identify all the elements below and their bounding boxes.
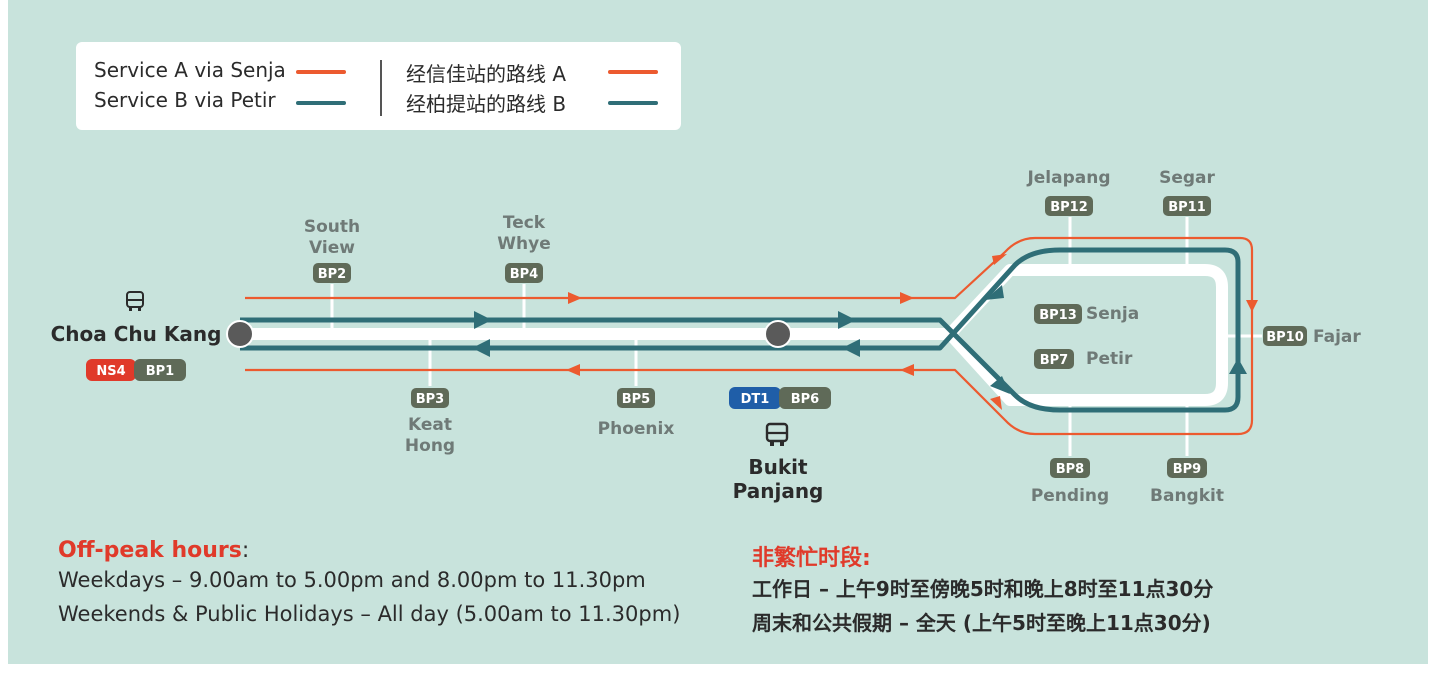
offpeak-en-line2: Weekends & Public Holidays – All day (5.… <box>58 602 681 626</box>
code-bp7: BP7 <box>1040 353 1068 368</box>
badge-bp13 <box>1034 304 1082 324</box>
arrow-east <box>838 311 856 329</box>
code-bp5: BP5 <box>622 392 650 407</box>
station-choa-chu-kang: Choa Chu Kang <box>51 322 222 346</box>
arrow-west <box>566 364 580 376</box>
legend-box <box>76 42 681 130</box>
legend-service-b-line <box>296 101 346 105</box>
code-bp2: BP2 <box>318 267 346 282</box>
code-bp9: BP9 <box>1173 462 1201 477</box>
offpeak-en-colon: : <box>241 538 250 563</box>
badge-bp9 <box>1167 458 1207 478</box>
offpeak-zh-line1: 工作日 – 上午9时至傍晚5时和晚上8时至11点30分 <box>752 577 1214 601</box>
arrow-diagonal <box>992 254 1007 265</box>
station-teck-whye-line1: Teck <box>503 213 546 233</box>
station-south-view-line2: View <box>309 238 355 258</box>
legend-service-b-zh-line <box>608 101 658 105</box>
arrow-west <box>900 364 914 376</box>
bus-icon <box>126 291 144 311</box>
station-fajar: Fajar <box>1313 327 1361 347</box>
station-south-view-line1: South <box>304 217 360 237</box>
station-keat-hong-line2: Hong <box>405 436 455 456</box>
legend-service-a-zh-line <box>608 70 658 74</box>
badge-bp11 <box>1163 196 1211 216</box>
station-petir: Petir <box>1086 349 1133 369</box>
station-ticks <box>330 217 1262 456</box>
station-teck-whye-line2: Whye <box>497 234 550 254</box>
code-bp4: BP4 <box>510 267 538 282</box>
arrow-north <box>1229 358 1247 374</box>
badge-bp12 <box>1045 196 1093 216</box>
arrow-west <box>472 339 490 357</box>
legend-service-b-zh: 经柏提站的路线 B <box>406 92 567 116</box>
code-bp3: BP3 <box>416 392 444 407</box>
badge-bp6 <box>779 387 831 409</box>
code-bp13: BP13 <box>1039 308 1077 323</box>
station-senja: Senja <box>1086 304 1139 324</box>
badge-dt1 <box>729 387 781 409</box>
arrow-east <box>568 292 582 304</box>
arrow-diagonal <box>990 396 1002 410</box>
code-ns4: NS4 <box>96 364 125 379</box>
service-a-route <box>245 236 1254 436</box>
code-dt1: DT1 <box>741 392 770 407</box>
offpeak-en-title: Off-peak hours <box>58 538 242 563</box>
code-bp8: BP8 <box>1056 462 1084 477</box>
badge-bp1 <box>134 359 186 381</box>
badge-bp5 <box>617 388 655 408</box>
offpeak-en-line1: Weekdays – 9.00am to 5.00pm and 8.00pm t… <box>58 568 646 592</box>
station-bukit-panjang-line1: Bukit <box>748 455 808 479</box>
badge-bp10 <box>1263 326 1307 346</box>
station-bukit-panjang-line2: Panjang <box>733 479 824 503</box>
station-phoenix: Phoenix <box>598 419 675 439</box>
legend-divider <box>380 60 382 116</box>
interchange-choa-chu-kang[interactable] <box>226 320 254 348</box>
arrow-east <box>900 292 914 304</box>
track <box>240 264 1228 406</box>
arrow-east <box>474 311 492 329</box>
badge-bp8 <box>1050 458 1090 478</box>
bus-icon <box>765 422 789 446</box>
arrow-diagonal <box>985 285 1004 300</box>
badge-bp3 <box>411 388 449 408</box>
code-bp12: BP12 <box>1050 200 1088 215</box>
service-b-route <box>240 247 1241 413</box>
service-a-arrows <box>566 254 1258 410</box>
badge-bp2 <box>313 263 351 283</box>
offpeak-zh-line2: 周末和公共假期 – 全天 (上午5时至晚上11点30分) <box>752 611 1211 635</box>
code-bp11: BP11 <box>1168 200 1206 215</box>
legend-service-b-en: Service B via Petir <box>94 88 276 112</box>
badge-bp4 <box>505 263 543 283</box>
offpeak-zh-title: 非繁忙时段: <box>752 546 871 571</box>
service-b-arrows <box>472 285 1247 394</box>
station-pending: Pending <box>1031 486 1109 506</box>
code-bp6: BP6 <box>791 392 819 407</box>
station-jelapang: Jelapang <box>1026 168 1110 188</box>
arrow-south <box>1246 300 1258 312</box>
legend-service-a-line <box>296 70 346 74</box>
badge-ns4 <box>86 359 136 381</box>
badge-bp7 <box>1034 349 1074 369</box>
station-keat-hong-line1: Keat <box>408 415 452 435</box>
legend-service-a-zh: 经信佳站的路线 A <box>406 62 567 86</box>
legend-service-a-en: Service A via Senja <box>94 58 286 82</box>
offpeak-zh-block: 非繁忙时段: 工作日 – 上午9时至傍晚5时和晚上8时至11点30分 周末和公共… <box>752 540 1213 640</box>
arrow-west <box>842 339 860 357</box>
arrow-diagonal <box>990 376 1010 394</box>
code-bp1: BP1 <box>146 364 174 379</box>
station-bangkit: Bangkit <box>1150 486 1224 506</box>
offpeak-en-block: Off-peak hours: Weekdays – 9.00am to 5.0… <box>58 538 680 631</box>
station-segar: Segar <box>1159 168 1215 188</box>
code-bp10: BP10 <box>1266 330 1304 345</box>
interchange-bukit-panjang[interactable] <box>764 320 792 348</box>
